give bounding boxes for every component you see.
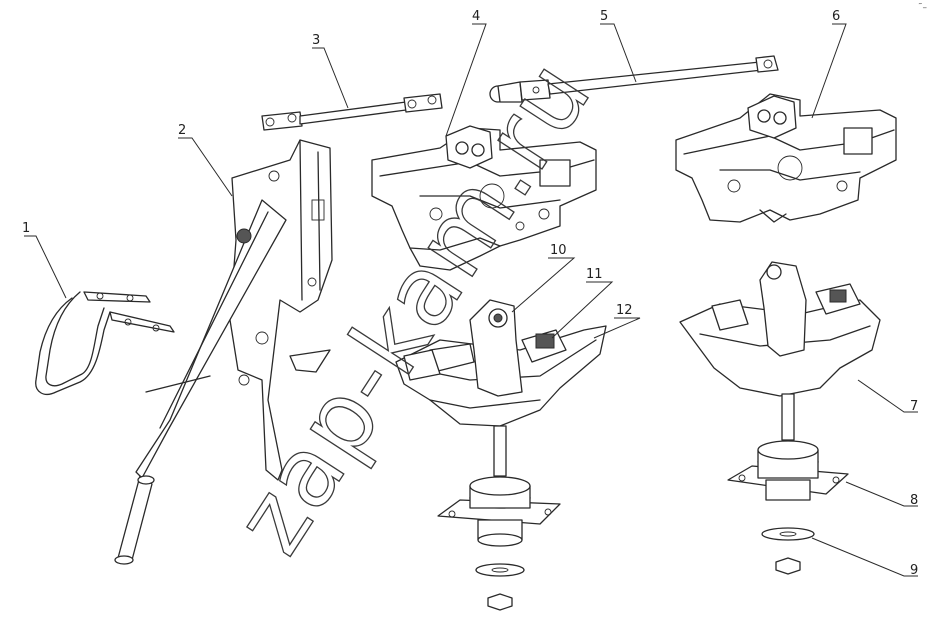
part-6-lock-right bbox=[675, 93, 897, 223]
callout-1: 1 bbox=[22, 221, 30, 236]
callout-9: 9 bbox=[910, 563, 918, 578]
part-2-lever-bracket bbox=[114, 139, 333, 565]
part-12-support-left bbox=[395, 299, 607, 427]
callout-3: 3 bbox=[312, 33, 320, 48]
callout-7: 7 bbox=[910, 399, 918, 414]
leader-lines bbox=[24, 23, 918, 577]
callout-11: 11 bbox=[586, 267, 603, 282]
part-1-handle-bracket bbox=[35, 291, 175, 395]
part-5-link-rod bbox=[489, 55, 779, 103]
part-4-lock-left bbox=[371, 125, 597, 271]
right-mount-stack bbox=[727, 393, 849, 575]
callout-8: 8 bbox=[910, 493, 918, 508]
callout-2: 2 bbox=[178, 123, 186, 138]
part-3-link-rod bbox=[261, 93, 443, 131]
left-mount-stack bbox=[437, 425, 561, 611]
callout-labels: 1 2 3 4 5 6 7 8 9 10 11 12 bbox=[22, 9, 918, 578]
callout-5: 5 bbox=[600, 9, 608, 24]
callout-12: 12 bbox=[616, 303, 633, 318]
callout-6: 6 bbox=[832, 9, 840, 24]
callout-4: 4 bbox=[472, 9, 480, 24]
corner-mark: ˜– bbox=[918, 3, 928, 13]
callout-10: 10 bbox=[550, 243, 567, 258]
part-7-support-right bbox=[679, 261, 881, 397]
